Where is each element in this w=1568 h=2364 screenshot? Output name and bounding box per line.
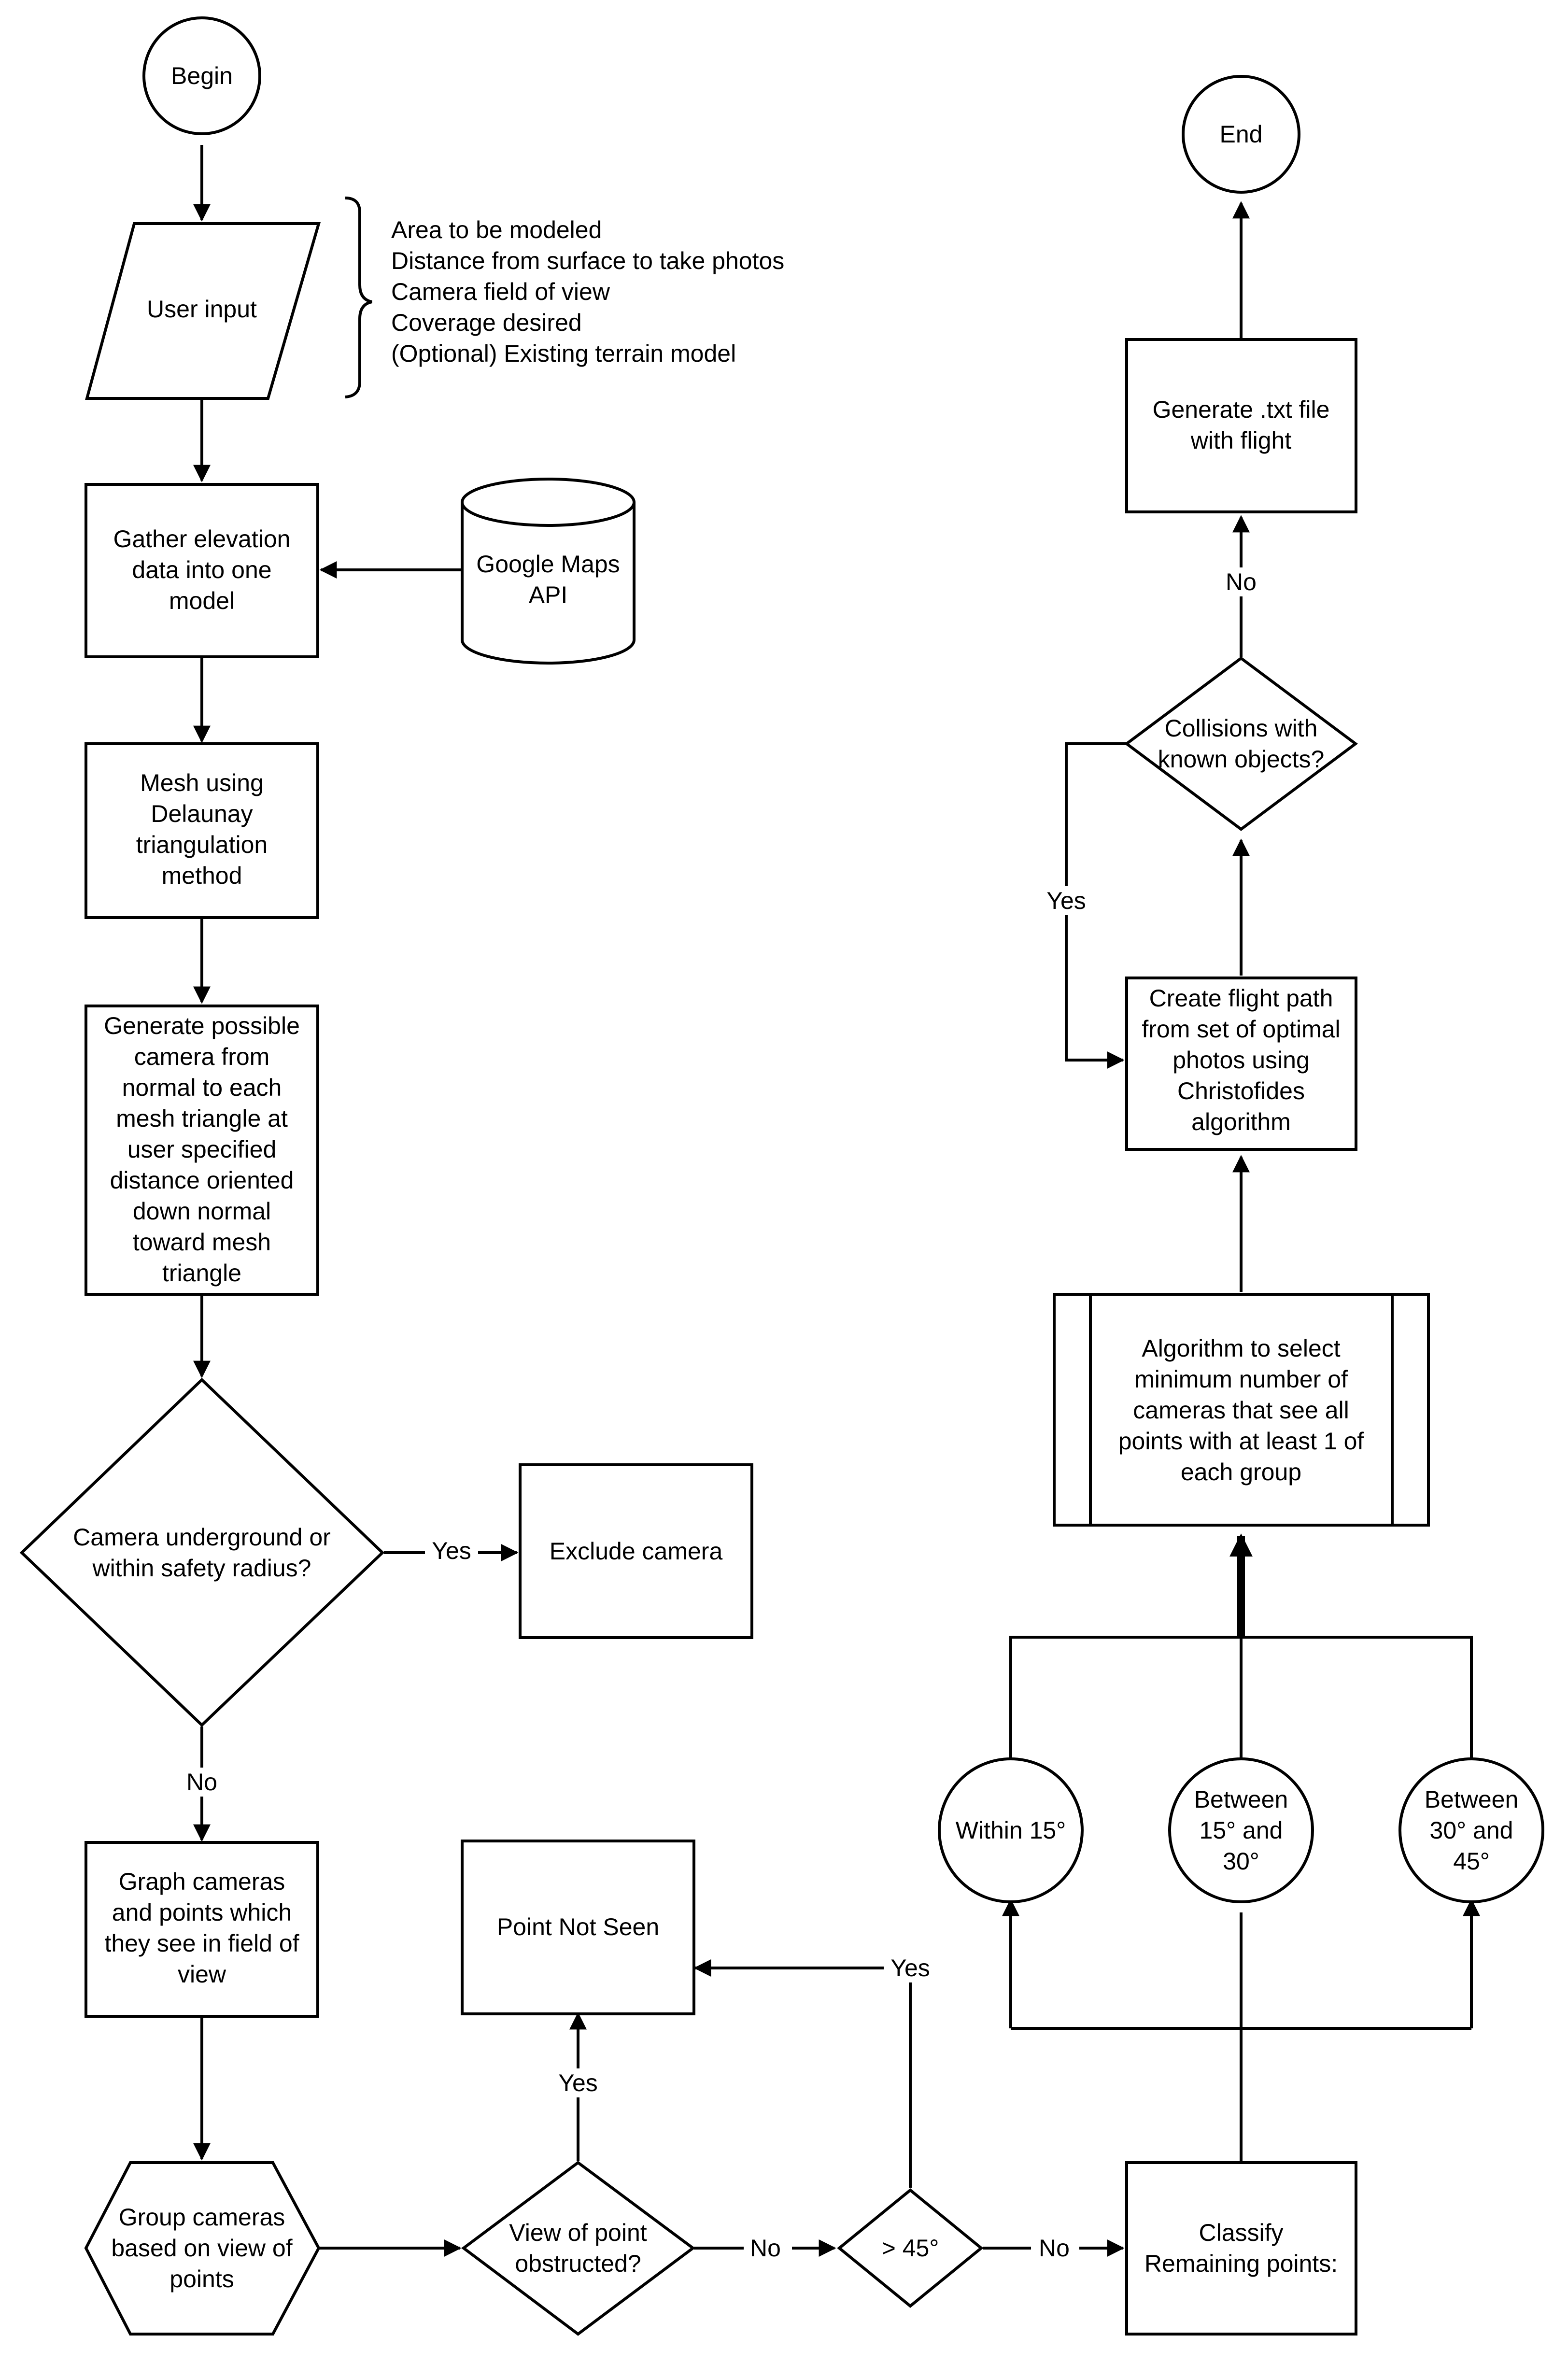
node-underground-decision[interactable]: Camera underground or within safety radiu…: [19, 1377, 385, 1727]
node-label-line: 30° and: [1430, 1817, 1513, 1844]
node-label-line: known objects?: [1158, 746, 1325, 773]
node-label-line: User input: [147, 296, 257, 323]
node-label-line: Graph cameras: [119, 1868, 285, 1895]
node-label-line: API: [529, 581, 568, 609]
node-label-line: from set of optimal: [1142, 1016, 1340, 1043]
node-label-line: Camera underground or: [73, 1524, 331, 1551]
node-label-line: Create flight path: [1149, 985, 1333, 1012]
node-label-line: Collisions with: [1165, 715, 1318, 742]
node-label-line: points with at least 1 of: [1118, 1428, 1364, 1455]
label-collisions-no: No: [1226, 568, 1257, 595]
node-label-line: mesh triangle at: [116, 1105, 288, 1132]
label-gt45-no: No: [1039, 2235, 1070, 2262]
node-label-line: End: [1220, 121, 1263, 148]
input-note-line: Distance from surface to take photos: [391, 247, 784, 274]
node-group-cameras[interactable]: Group cameras based on view of points: [84, 2161, 321, 2336]
nodes: Begin User input Area to be modeledDista…: [19, 16, 1544, 2336]
node-label-line: Gather elevation: [113, 525, 291, 552]
input-note-line: Camera field of view: [391, 278, 610, 305]
node-label-line: based on view of: [111, 2235, 292, 2262]
edge-labels: Yes No Yes No Yes No Yes No: [179, 567, 1264, 2263]
input-notes-brace: [345, 197, 372, 398]
label-underground-yes: Yes: [432, 1537, 471, 1564]
node-label-line: > 45°: [882, 2235, 939, 2262]
node-gather-elevation[interactable]: Gather elevation data into one model: [85, 483, 319, 658]
node-label-line: cameras that see all: [1133, 1397, 1349, 1424]
node-label-line: Remaining points:: [1144, 2250, 1338, 2277]
node-label-line: 45°: [1453, 1848, 1490, 1875]
node-between-15-30[interactable]: Between 15° and 30°: [1168, 1757, 1314, 1903]
node-label-line: Classify: [1199, 2219, 1283, 2246]
node-label-line: down normal: [133, 1198, 271, 1225]
node-label-line: toward mesh: [133, 1229, 271, 1256]
node-label-line: triangle: [162, 1260, 241, 1287]
node-label-line: Generate .txt file: [1153, 396, 1330, 423]
node-generate-txt[interactable]: Generate .txt file with flight: [1125, 338, 1357, 513]
node-label-line: view: [178, 1961, 226, 1988]
node-label-line: within safety radius?: [92, 1555, 311, 1582]
node-label-line: camera from: [134, 1043, 270, 1070]
node-label-line: method: [162, 862, 242, 889]
node-label-line: model: [169, 587, 235, 614]
node-within-15[interactable]: Within 15°: [938, 1757, 1084, 1903]
node-label-line: minimum number of: [1134, 1366, 1348, 1393]
node-point-not-seen[interactable]: Point Not Seen: [461, 1840, 695, 2015]
node-user-input[interactable]: User input: [85, 222, 321, 400]
node-begin[interactable]: Begin: [142, 16, 261, 135]
node-label-line: Between: [1425, 1786, 1519, 1813]
node-gt45-decision[interactable]: > 45°: [837, 2188, 984, 2308]
node-label-line: 30°: [1223, 1848, 1259, 1875]
node-label-line: points: [170, 2265, 234, 2293]
node-algorithm[interactable]: Algorithm to select minimum number of came…: [1053, 1293, 1430, 1527]
label-obstructed-yes: Yes: [558, 2069, 598, 2096]
input-note-line: Area to be modeled: [391, 216, 602, 243]
node-label-line: each group: [1181, 1458, 1301, 1486]
node-exclude-camera[interactable]: Exclude camera: [519, 1463, 753, 1639]
node-label-line: data into one: [132, 556, 271, 583]
node-obstructed-decision[interactable]: View of point obstructed?: [461, 2161, 696, 2336]
node-label-line: they see in field of: [104, 1930, 299, 1957]
node-label-line: distance oriented: [110, 1167, 294, 1194]
node-label-line: Group cameras: [119, 2204, 285, 2231]
node-label-line: obstructed?: [515, 2250, 641, 2277]
node-collisions-decision[interactable]: Collisions with known objects?: [1124, 656, 1358, 831]
input-note-line: Coverage desired: [391, 309, 582, 336]
node-end[interactable]: End: [1182, 75, 1300, 194]
node-label-line: algorithm: [1191, 1108, 1291, 1135]
node-label-line: Point Not Seen: [497, 1913, 659, 1940]
node-label-line: Begin: [171, 62, 233, 89]
node-label-line: normal to each: [122, 1074, 282, 1101]
node-generate-camera[interactable]: Generate possible camera from normal to ea…: [85, 1005, 319, 1296]
node-graph-cameras[interactable]: Graph cameras and points which they see in…: [85, 1841, 319, 2018]
node-label-line: with flight: [1190, 427, 1292, 454]
node-label-line: Algorithm to select: [1142, 1335, 1340, 1362]
label-gt45-yes: Yes: [890, 1954, 930, 1982]
node-between-30-45[interactable]: Between 30° and 45°: [1398, 1757, 1544, 1903]
node-label-line: photos using: [1172, 1047, 1310, 1074]
node-label-line: Exclude camera: [550, 1538, 723, 1565]
label-collisions-yes: Yes: [1046, 887, 1086, 914]
label-obstructed-no: No: [750, 2235, 781, 2262]
input-note-line: (Optional) Existing terrain model: [391, 340, 736, 367]
node-label-line: and points which: [112, 1899, 292, 1926]
edge-gt45-to-not-seen: [693, 1959, 912, 2188]
label-underground-no: No: [186, 1769, 217, 1796]
node-label-line: Christofides: [1177, 1077, 1305, 1104]
node-label-line: Mesh using: [140, 769, 264, 796]
node-label-line: Within 15°: [956, 1817, 1066, 1844]
node-label-line: Google Maps: [476, 551, 620, 578]
node-label-line: 15° and: [1200, 1817, 1283, 1844]
node-label-line: Delaunay: [151, 800, 253, 827]
node-flight-path[interactable]: Create flight path from set of optimal pho…: [1125, 977, 1357, 1151]
node-label-line: user specified: [127, 1136, 277, 1163]
node-label-line: Generate possible: [104, 1012, 300, 1039]
node-label-line: View of point: [509, 2219, 647, 2246]
node-label-line: triangulation: [136, 831, 268, 858]
node-label-line: Between: [1194, 1786, 1288, 1813]
